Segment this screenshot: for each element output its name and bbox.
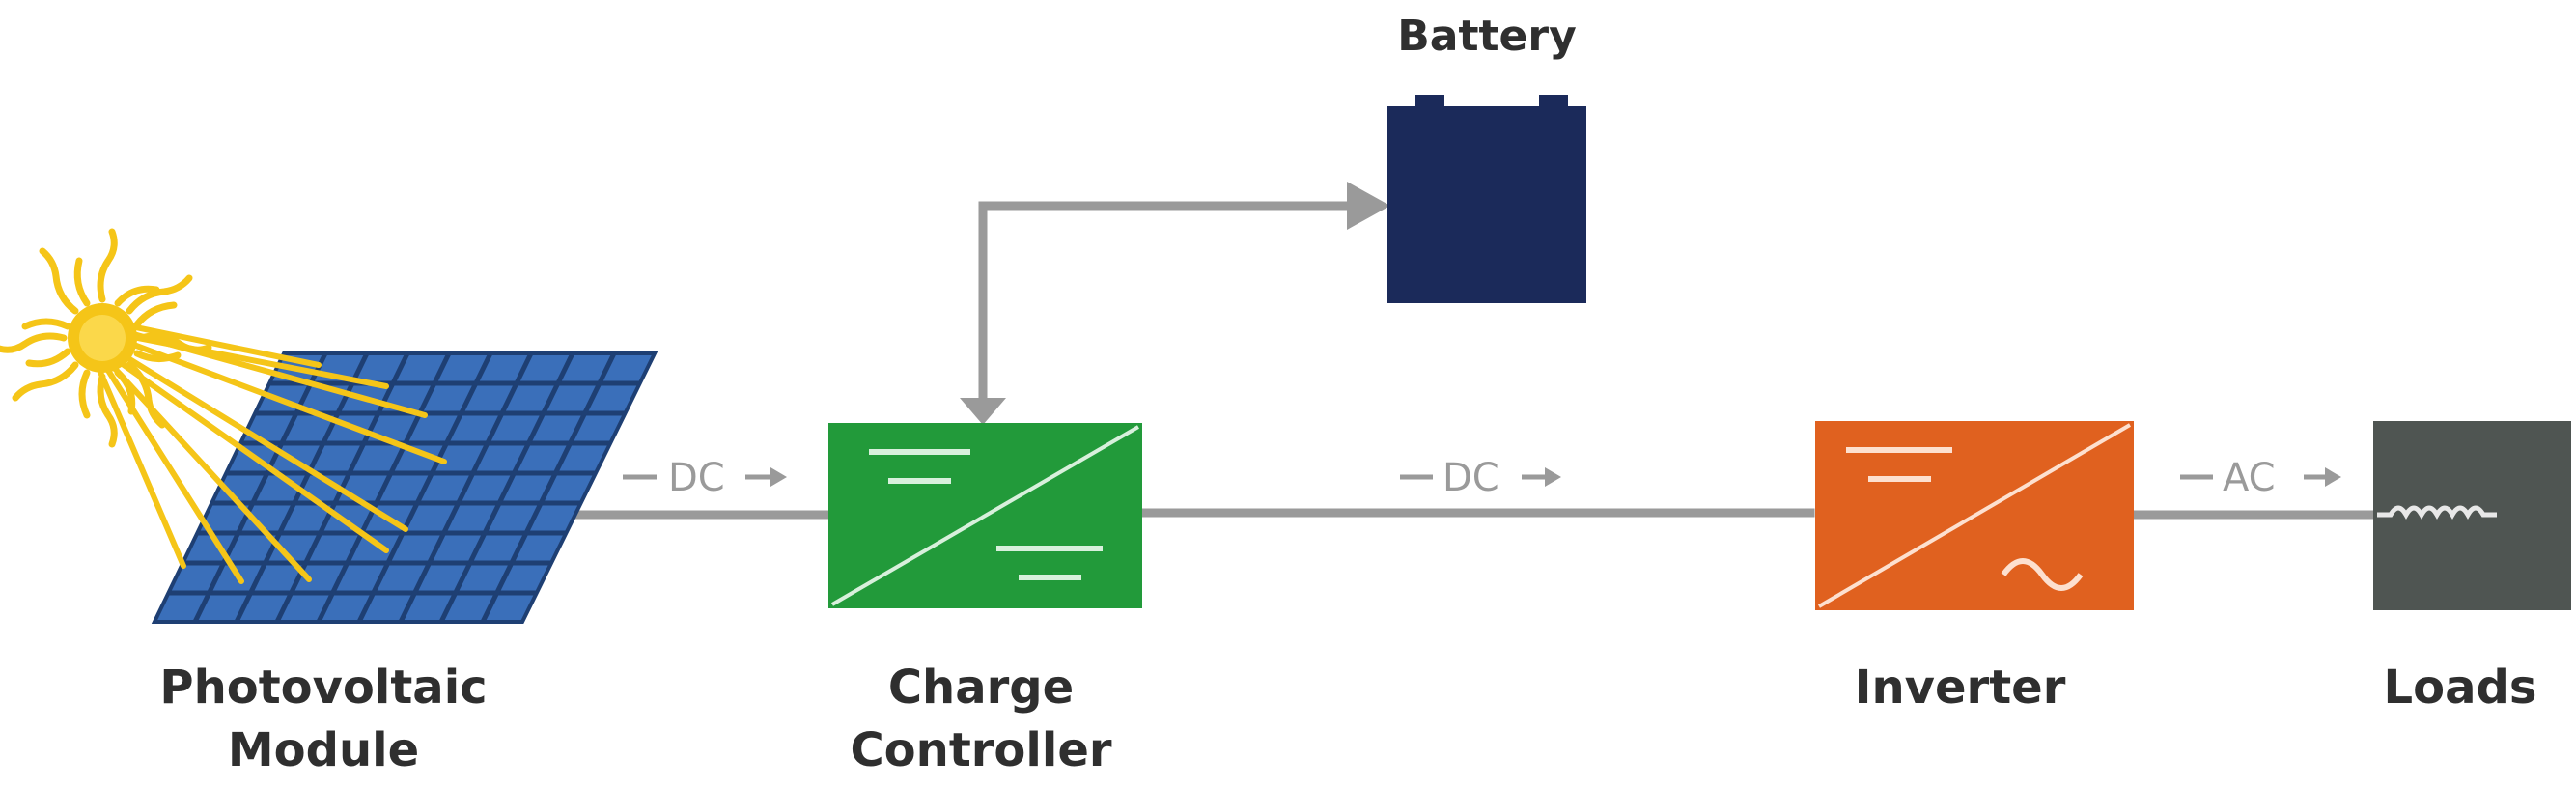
pv-module: Photovoltaic Module — [0, 228, 658, 777]
load-resistor-icon — [2377, 505, 2497, 520]
charge-controller-label-line2: Controller — [850, 723, 1111, 777]
charge-controller: Charge Controller — [828, 423, 1142, 777]
pv-module-label-line2: Module — [228, 723, 419, 777]
svg-text:AC: AC — [2223, 456, 2276, 500]
battery-label: Battery — [1397, 12, 1577, 61]
battery-terminal-right-icon — [1539, 95, 1568, 108]
battery-terminal-left-icon — [1415, 95, 1444, 108]
loads-box — [2373, 421, 2571, 610]
battery: Battery — [1387, 12, 1586, 303]
inverter: Inverter — [1815, 421, 2134, 715]
arrow-to-battery-icon — [1347, 182, 1390, 230]
battery-icon — [1387, 106, 1586, 303]
loads: Loads — [2373, 421, 2571, 715]
flow-label-inverter-to-loads: AC — [2180, 456, 2341, 500]
pv-module-label-line1: Photovoltaic — [159, 661, 487, 715]
flow-label-controller-to-inverter: DC — [1400, 456, 1561, 500]
connector-controller-to-battery — [978, 201, 1357, 420]
ac-wave-icon — [2001, 558, 2084, 591]
arrow-to-controller-icon — [960, 398, 1006, 425]
flow-label-pv-to-controller: DC — [623, 456, 787, 500]
connectors — [570, 201, 2375, 520]
sun-icon — [0, 228, 212, 448]
svg-text:DC: DC — [668, 456, 725, 500]
loads-label: Loads — [2384, 661, 2537, 715]
svg-text:DC: DC — [1442, 456, 1499, 500]
inverter-label: Inverter — [1855, 661, 2066, 715]
charge-controller-label-line1: Charge — [888, 661, 1074, 715]
solar-panel-icon — [151, 351, 658, 624]
